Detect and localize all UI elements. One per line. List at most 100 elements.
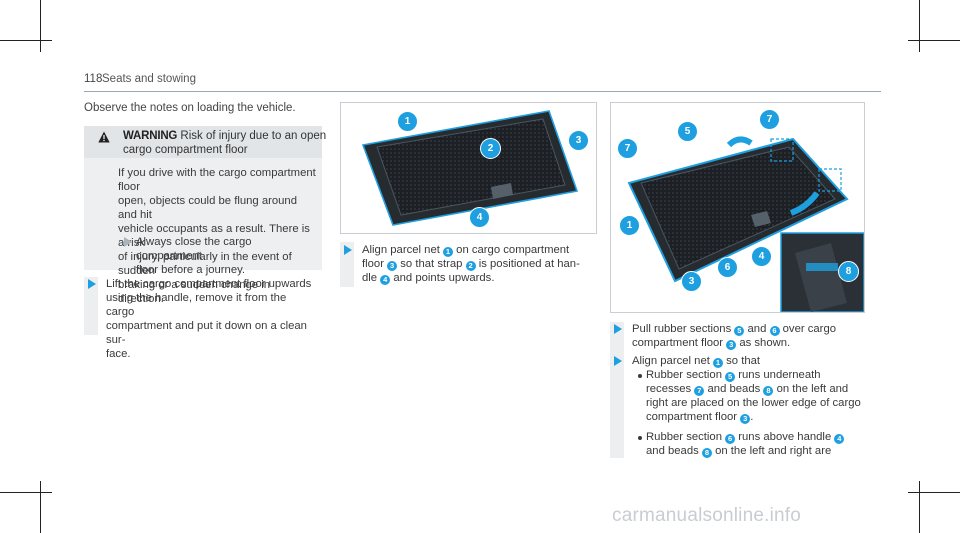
- step-arrow-icon: [124, 237, 132, 247]
- step-lift-floor: Lift the cargo compartment floor upwards…: [106, 277, 316, 361]
- step-arrow-icon: [614, 356, 622, 366]
- intro-text: Observe the notes on loading the vehicle…: [84, 102, 296, 114]
- step-align-parcel-net: Align parcel net 1 on cargo compartment …: [362, 243, 594, 285]
- crop-mark: [908, 40, 960, 41]
- crop-mark: [40, 481, 41, 533]
- step-bar: [610, 354, 624, 458]
- callout-ref: 3: [740, 414, 751, 424]
- callout-ref: 1: [713, 358, 724, 368]
- warning-body-line: braking or a sudden change in direction.: [118, 279, 270, 305]
- callout-ref: 2: [465, 261, 476, 271]
- warning-step-line: floor before a journey.: [136, 264, 246, 276]
- callout-ref: 1: [443, 247, 454, 257]
- step-bar: [84, 277, 98, 335]
- text: dle: [362, 272, 378, 284]
- callout-ref: 4: [380, 275, 391, 285]
- callout-ref: 4: [834, 434, 845, 444]
- step-arrow-icon: [344, 245, 352, 255]
- warning-body-line: of injury, particularly in the event of …: [118, 251, 292, 277]
- crop-mark: [40, 0, 41, 52]
- text: runs underneath: [738, 369, 821, 381]
- text: on the left and: [776, 383, 849, 395]
- figure-callout: 8: [838, 261, 859, 282]
- text: Align parcel net: [632, 355, 710, 367]
- bullet-dot: [638, 374, 642, 378]
- crop-mark: [908, 492, 960, 493]
- figure-callout: 4: [751, 246, 772, 267]
- figure-callout: 7: [617, 138, 638, 159]
- step-line: Lift the cargo compartment floor upwards: [106, 278, 312, 290]
- text: on cargo compartment: [456, 244, 570, 256]
- step-pull-rubber: Pull rubber sections 5 and 6 over cargo …: [632, 322, 872, 350]
- callout-ref: 5: [734, 326, 745, 336]
- figure-parcel-net-flat: 1 2 3 4: [340, 102, 597, 234]
- text: so that: [726, 355, 761, 367]
- text: and beads: [707, 383, 761, 395]
- text: over cargo: [782, 323, 837, 335]
- warning-body-line: open, objects could be flung around and …: [118, 195, 298, 221]
- step-arrow-icon: [88, 279, 96, 289]
- text: as shown.: [739, 337, 791, 349]
- header-rule: [84, 91, 881, 92]
- text: Rubber section: [646, 369, 722, 381]
- step-line: compartment floor 3 as shown.: [632, 336, 872, 350]
- warning-box: WARNING Risk of injury due to an open ca…: [84, 126, 326, 305]
- text: runs above handle: [738, 431, 832, 443]
- bullet-line: Rubber section 6 runs above handle 4: [646, 430, 876, 444]
- figure-parcel-net-fitting: 7 5 7 1 3 6 4 8: [610, 102, 865, 313]
- crop-mark: [0, 492, 52, 493]
- bullet-line: right are placed on the lower edge of ca…: [646, 397, 861, 409]
- bullet-dot: [638, 436, 642, 440]
- warning-triangle-icon: [98, 131, 110, 143]
- callout-ref: 8: [763, 386, 774, 396]
- callout-ref: 3: [726, 340, 737, 350]
- figure-callout: 7: [759, 109, 780, 130]
- step-line: Align parcel net 1 on cargo compartment: [362, 243, 594, 257]
- figure-callout: 3: [681, 271, 702, 292]
- text: compartment floor: [646, 411, 738, 423]
- step-line: Pull rubber sections 5 and 6 over cargo: [632, 322, 872, 336]
- figure-callout: 2: [480, 138, 501, 159]
- figure-callout: 1: [619, 215, 640, 236]
- text: recesses: [646, 383, 692, 395]
- callout-ref: 6: [725, 434, 736, 444]
- parcel-net-fitting-illustration: [627, 136, 864, 312]
- text: Pull rubber sections: [632, 323, 732, 335]
- warning-body-line: If you drive with the cargo compartment …: [118, 167, 316, 193]
- figure-callout: 1: [397, 111, 418, 132]
- text: compartment floor: [632, 337, 724, 349]
- warning-title-line: Risk of injury due to an open: [180, 130, 327, 142]
- bullet-line: Rubber section 5 runs underneath: [646, 368, 876, 382]
- step-line: floor 3 so that strap 2 is positioned at…: [362, 257, 594, 271]
- step-arrow-icon: [614, 324, 622, 334]
- text: on the left and right are: [715, 445, 832, 457]
- parcel-net-illustration: [361, 110, 579, 226]
- warning-title-line: cargo compartment floor: [123, 144, 248, 156]
- text: .: [750, 411, 754, 423]
- text: Rubber section: [646, 431, 722, 443]
- text: and: [747, 323, 767, 335]
- warning-title: WARNING Risk of injury due to an open: [123, 130, 326, 142]
- callout-ref: 8: [701, 448, 712, 458]
- crop-mark: [0, 40, 52, 41]
- bullet-line: recesses 7 and beads 8 on the left and: [646, 382, 876, 396]
- section-title: Seats and stowing: [102, 73, 196, 85]
- warning-keyword: WARNING: [123, 130, 178, 142]
- step-line: using the handle, remove it from the car…: [106, 292, 287, 318]
- figure-callout: 3: [568, 130, 589, 151]
- text: Align parcel net: [362, 244, 440, 256]
- bullet-rubber-5: Rubber section 5 runs underneath recesse…: [646, 368, 876, 424]
- warning-step-text: Always close the cargo compartment floor…: [136, 235, 316, 277]
- text: floor: [362, 258, 384, 270]
- callout-ref: 3: [387, 261, 398, 271]
- warning-header: [84, 126, 322, 158]
- step-line: dle 4 and points upwards.: [362, 271, 594, 285]
- callout-ref: 5: [725, 372, 736, 382]
- figure-callout: 6: [717, 257, 738, 278]
- figure-callout: 4: [469, 207, 490, 228]
- text: so that strap: [400, 258, 463, 270]
- watermark: carmanualsonline.info: [612, 505, 802, 526]
- figure-callout: 5: [677, 121, 698, 142]
- text: is positioned at han-: [478, 258, 580, 270]
- crop-mark: [919, 0, 920, 52]
